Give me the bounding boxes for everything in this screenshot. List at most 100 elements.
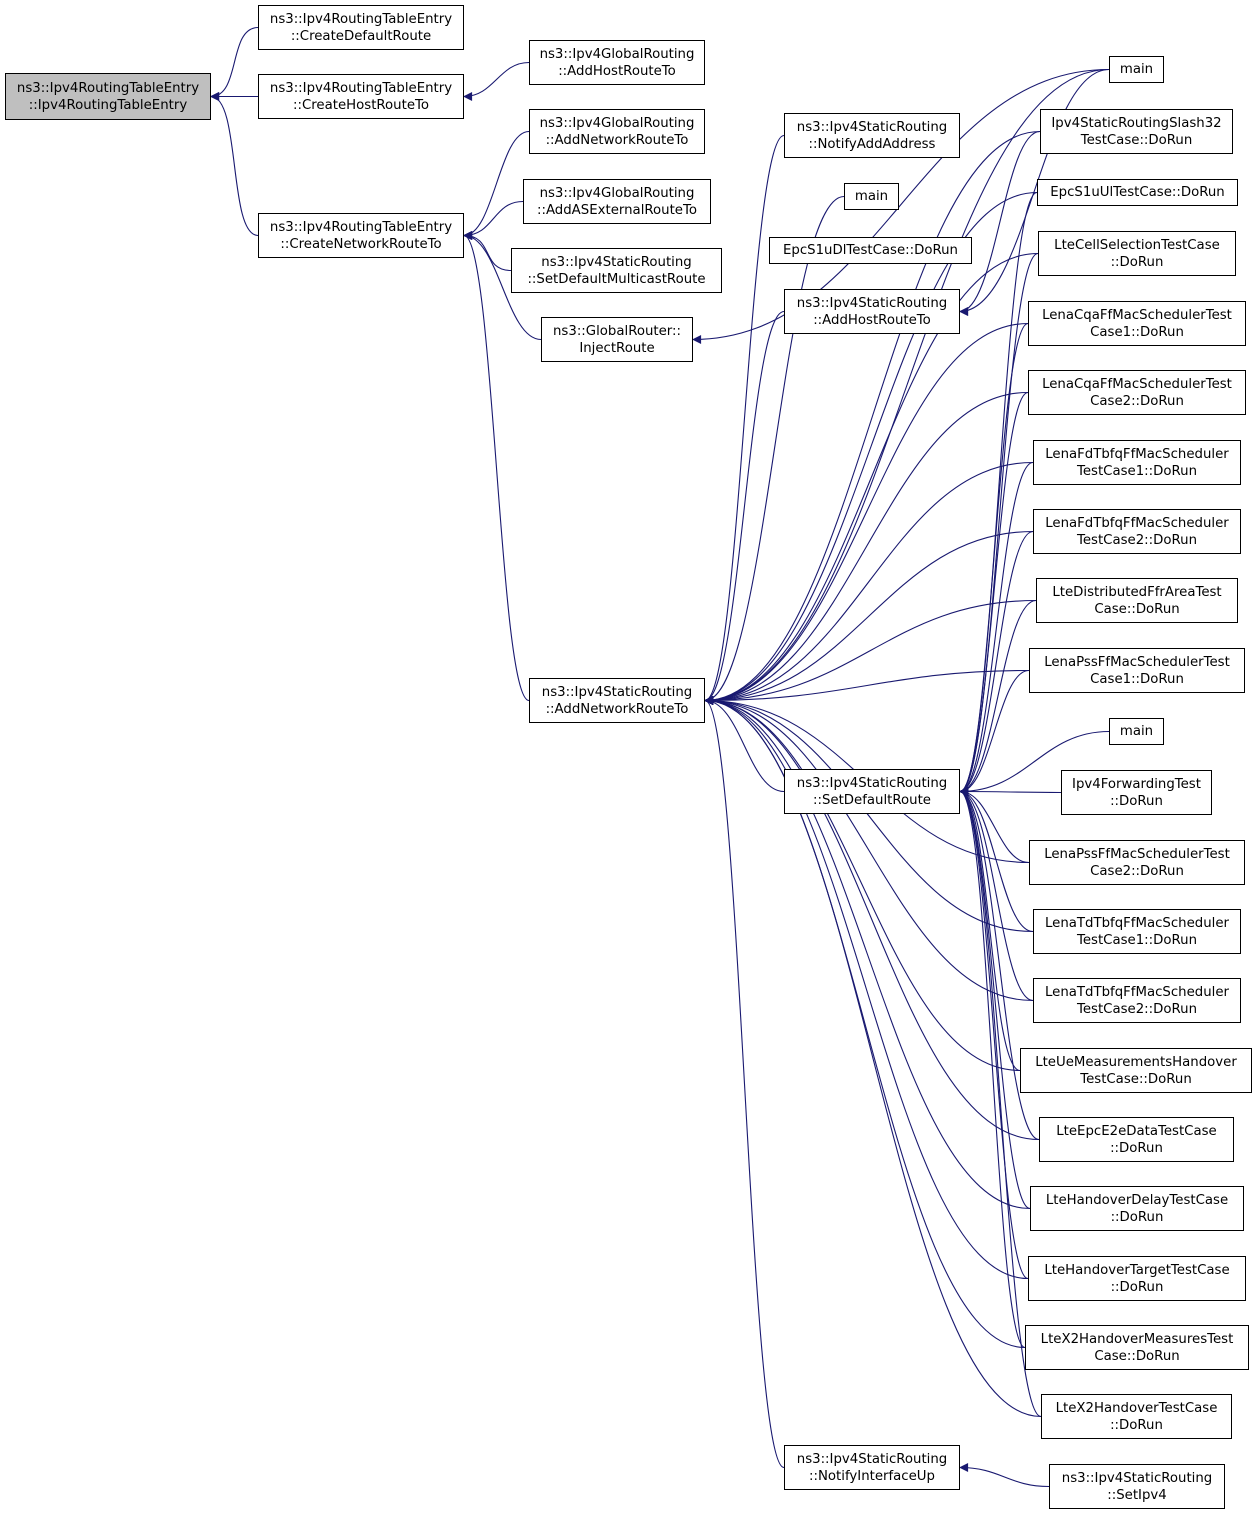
edge-lte-x2-handover-to-static-set-default-route (959, 787, 1042, 1418)
node-label-line: EpcS1uUlTestCase::DoRun (1050, 185, 1225, 200)
edge-static-notify-add-address-to-static-add-network-route-to (704, 134, 785, 705)
node-label-line: ns3::Ipv4GlobalRouting (539, 46, 695, 62)
node-label-line: Case::DoRun (1094, 601, 1180, 617)
edge-static-add-network-route-to-to-create-network-route-to (463, 231, 530, 702)
edge-main-b-to-global-router-inject-route (692, 68, 1110, 344)
node-static-notify-interface-up[interactable]: ns3::Ipv4StaticRouting::NotifyInterfaceU… (784, 1445, 960, 1490)
node-label-line: LenaTdTbfqFfMacScheduler (1044, 915, 1229, 931)
node-label-line: LenaCqaFfMacSchedulerTest (1042, 376, 1232, 392)
edge-lena-fd-tbfq-2-to-static-set-default-route (959, 530, 1034, 796)
edge-lena-cqa-2-to-static-add-network-route-to (704, 391, 1029, 705)
node-label-line: LteX2HandoverMeasuresTest (1040, 1331, 1234, 1347)
node-label-line: TestCase::DoRun (1080, 132, 1193, 148)
node-label-line: LteEpcE2eDataTestCase (1056, 1123, 1217, 1139)
edge-lena-pss-2-to-static-set-default-route (959, 787, 1030, 864)
node-label-line: ::DoRun (1110, 793, 1163, 809)
node-ipv4-forwarding-dorun[interactable]: Ipv4ForwardingTest::DoRun (1061, 770, 1212, 815)
edge-create-default-route-to-root (210, 26, 259, 101)
node-epc-s1u-dl-dorun[interactable]: EpcS1uDlTestCase::DoRun (769, 237, 972, 264)
node-label-line: ::Ipv4RoutingTableEntry (28, 97, 188, 113)
node-label-line: Case2::DoRun (1090, 863, 1184, 879)
node-create-network-route-to[interactable]: ns3::Ipv4RoutingTableEntry::CreateNetwor… (258, 213, 464, 258)
node-lte-handover-target[interactable]: LteHandoverTargetTestCase::DoRun (1028, 1256, 1246, 1301)
node-label-line: ns3::Ipv4RoutingTableEntry (269, 80, 453, 96)
node-global-router-inject-route[interactable]: ns3::GlobalRouter::InjectRoute (541, 317, 693, 362)
node-main-c[interactable]: main (1109, 718, 1164, 745)
node-label-line: LteDistributedFfrAreaTest (1052, 584, 1222, 600)
node-static-notify-add-address[interactable]: ns3::Ipv4StaticRouting::NotifyAddAddress (784, 113, 960, 158)
node-lte-x2-handover[interactable]: LteX2HandoverTestCase::DoRun (1041, 1394, 1232, 1439)
node-label-line: ns3::Ipv4StaticRouting (796, 119, 948, 135)
edge-static-set-default-route-to-static-add-network-route-to (704, 696, 785, 793)
edge-create-network-route-to-to-root (210, 92, 259, 237)
edge-global-add-network-route-to-to-create-network-route-to (463, 130, 530, 240)
edge-main-b-to-static-add-host-route-to (959, 68, 1110, 316)
node-lte-epc-e2e[interactable]: LteEpcE2eDataTestCase::DoRun (1039, 1117, 1234, 1162)
edge-lte-handover-delay-to-static-add-network-route-to (704, 696, 1031, 1210)
edge-lena-pss-1-to-static-add-network-route-to (704, 669, 1030, 705)
node-label-line: LteHandoverTargetTestCase (1044, 1262, 1230, 1278)
edge-slash32-dorun-to-static-add-network-route-to (704, 130, 1041, 705)
edge-static-set-ipv4-to-static-notify-interface-up (959, 1463, 1050, 1488)
node-label-line: Ipv4StaticRoutingSlash32 (1051, 115, 1222, 131)
node-lte-cell-selection-dorun[interactable]: LteCellSelectionTestCase::DoRun (1038, 231, 1236, 276)
node-label-line: ::NotifyAddAddress (808, 136, 936, 152)
edge-lte-cell-selection-dorun-to-static-set-default-route (959, 252, 1039, 796)
node-label-line: Case1::DoRun (1090, 671, 1184, 687)
node-label-line: ::AddNetworkRouteTo (545, 132, 689, 148)
node-label-line: ::AddHostRouteTo (813, 312, 931, 328)
node-label-line: LenaPssFfMacSchedulerTest (1044, 654, 1230, 670)
edge-lena-cqa-1-to-static-add-network-route-to (704, 322, 1029, 705)
edge-global-add-host-route-to-to-create-host-route-to (463, 61, 530, 101)
edge-global-add-as-external-route-to-to-create-network-route-to (463, 200, 524, 240)
node-label-line: ns3::GlobalRouter:: (553, 323, 681, 339)
edge-lte-epc-e2e-to-static-add-network-route-to (704, 696, 1040, 1141)
node-main-a[interactable]: main (844, 183, 899, 210)
node-global-add-host-route-to[interactable]: ns3::Ipv4GlobalRouting::AddHostRouteTo (529, 40, 705, 85)
node-static-add-network-route-to[interactable]: ns3::Ipv4StaticRouting::AddNetworkRouteT… (529, 678, 705, 723)
node-main-b[interactable]: main (1109, 56, 1164, 83)
edge-lte-distributed-ffr-to-static-add-network-route-to (704, 599, 1037, 705)
node-label-line: ::NotifyInterfaceUp (809, 1468, 935, 1484)
node-label-line: LenaPssFfMacSchedulerTest (1044, 846, 1230, 862)
edge-lena-fd-tbfq-1-to-static-add-network-route-to (704, 461, 1034, 705)
node-label-line: ::DoRun (1110, 1279, 1164, 1295)
node-static-set-default-multicast-route[interactable]: ns3::Ipv4StaticRouting::SetDefaultMultic… (511, 248, 722, 293)
node-static-set-ipv4[interactable]: ns3::Ipv4StaticRouting::SetIpv4 (1049, 1464, 1225, 1509)
edge-lena-td-tbfq-2-to-static-add-network-route-to (704, 696, 1034, 1002)
node-label-line: ::AddNetworkRouteTo (545, 701, 689, 717)
node-label-line: LteUeMeasurementsHandover (1035, 1054, 1237, 1070)
node-label-line: Case2::DoRun (1090, 393, 1184, 409)
node-global-add-network-route-to[interactable]: ns3::Ipv4GlobalRouting::AddNetworkRouteT… (529, 109, 705, 154)
edge-lena-td-tbfq-1-to-static-set-default-route (959, 787, 1034, 933)
edge-lte-x2-handover-to-static-add-network-route-to (704, 696, 1042, 1418)
edge-lena-td-tbfq-2-to-static-set-default-route (959, 787, 1034, 1002)
node-label-line: TestCase2::DoRun (1076, 1001, 1197, 1017)
node-static-set-default-route[interactable]: ns3::Ipv4StaticRouting::SetDefaultRoute (784, 769, 960, 814)
node-lte-handover-delay[interactable]: LteHandoverDelayTestCase::DoRun (1030, 1186, 1244, 1231)
node-label-line: TestCase::DoRun (1080, 1071, 1192, 1087)
node-static-add-host-route-to[interactable]: ns3::Ipv4StaticRouting::AddHostRouteTo (784, 289, 960, 334)
node-create-default-route[interactable]: ns3::Ipv4RoutingTableEntry::CreateDefaul… (258, 5, 464, 50)
node-global-add-as-external-route-to[interactable]: ns3::Ipv4GlobalRouting::AddASExternalRou… (523, 179, 711, 224)
node-label-line: ::CreateDefaultRoute (290, 28, 432, 44)
edge-lena-td-tbfq-1-to-static-add-network-route-to (704, 696, 1034, 933)
node-root: ns3::Ipv4RoutingTableEntry::Ipv4RoutingT… (5, 73, 211, 120)
node-label-line: main (1119, 724, 1154, 739)
node-label-line: ns3::Ipv4GlobalRouting (539, 115, 695, 131)
node-create-host-route-to[interactable]: ns3::Ipv4RoutingTableEntry::CreateHostRo… (258, 74, 464, 119)
node-epc-s1u-ul-dorun[interactable]: EpcS1uUlTestCase::DoRun (1037, 179, 1238, 206)
